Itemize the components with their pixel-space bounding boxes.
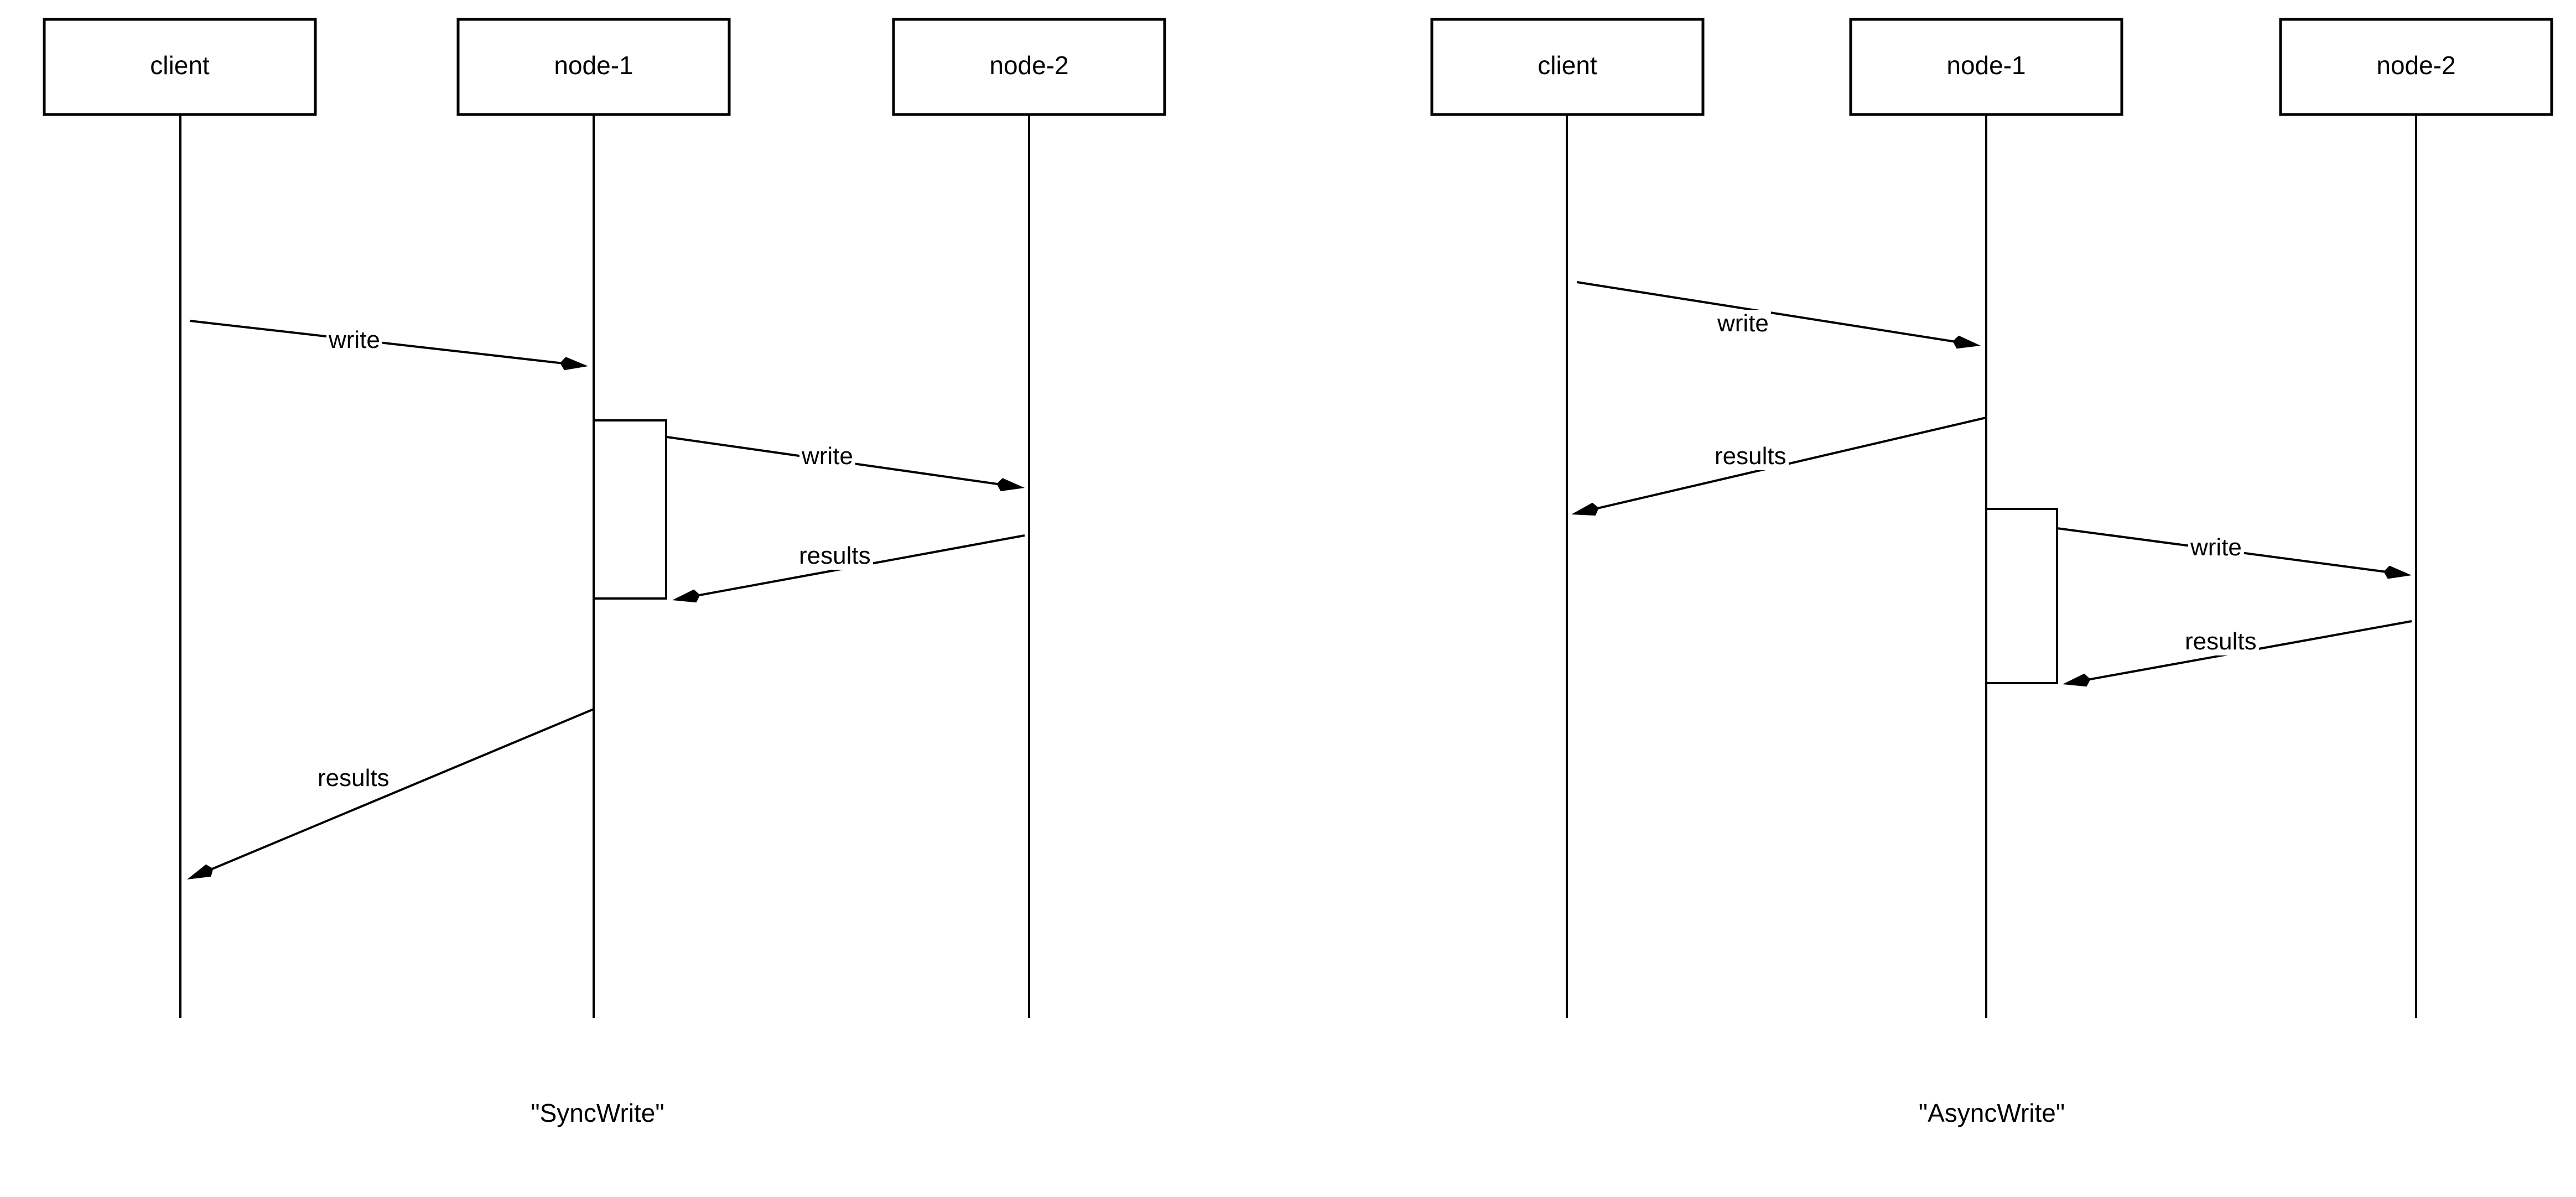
message-line [205,708,594,873]
actor-label-client: client [1538,51,1597,80]
actor-box-client[interactable] [1430,18,1705,116]
actor-label-node2: node-2 [989,51,1069,80]
diagram-async-write [1430,18,2553,1018]
message-arrowhead [996,478,1025,491]
message-label-write: write [2188,534,2244,561]
diagram-caption-sync-write: "SyncWrite" [531,1099,664,1127]
actor-box-node1[interactable] [1849,18,2123,116]
actor-box-node2[interactable] [2279,18,2553,116]
actor-box-node1[interactable] [456,18,731,116]
message-label-results: results [2183,628,2259,655]
actor-label-node1: node-1 [1946,51,2026,80]
message-arrowhead [672,589,700,603]
message-arrowhead [187,864,214,879]
actor-label-node2: node-2 [2376,51,2456,80]
message-arrowhead [1952,335,1981,349]
actor-label-client: client [150,51,210,80]
diagram-caption-async-write: "AsyncWrite" [1918,1099,2065,1127]
message-label-write: write [326,326,382,354]
message-arrowhead [560,357,588,371]
message-label-write: write [799,443,855,470]
message-arrowhead [1571,502,1599,516]
actor-box-node2[interactable] [892,18,1166,116]
activation-box-node1 [1985,508,2058,684]
actor-box-client[interactable] [43,18,317,116]
message-arrowhead [2383,565,2412,579]
message-arrowhead [2063,673,2091,687]
actor-label-node1: node-1 [554,51,633,80]
diagram-sync-write [43,18,1166,1018]
message-label-results: results [797,542,873,570]
activation-box-node1 [593,419,667,600]
message-label-write: write [1715,310,1771,337]
message-label-results: results [315,764,392,792]
message-label-results: results [1712,443,1789,470]
